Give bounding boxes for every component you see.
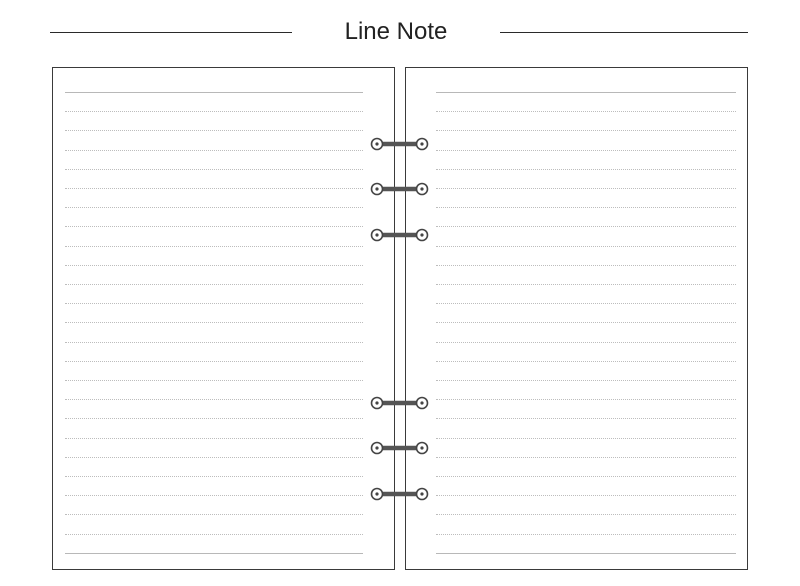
ruled-line (436, 342, 736, 343)
ruled-line (436, 284, 736, 285)
ruled-line (436, 418, 736, 419)
ruled-line (436, 457, 736, 458)
ruled-line-top (436, 92, 736, 93)
ruled-line (65, 303, 363, 304)
ruled-line (436, 265, 736, 266)
ruled-line (436, 514, 736, 515)
ruled-line (65, 265, 363, 266)
ruled-line (436, 207, 736, 208)
ruled-line (436, 169, 736, 170)
right-page (405, 67, 748, 570)
page-title: Line Note (344, 18, 448, 45)
ruled-line (65, 514, 363, 515)
ruled-line (65, 226, 363, 227)
ruled-line (436, 476, 736, 477)
ruled-line (436, 399, 736, 400)
ruled-line (65, 246, 363, 247)
ruled-line (436, 380, 736, 381)
ruled-line (436, 226, 736, 227)
ruled-line (65, 188, 363, 189)
ruled-line (436, 130, 736, 131)
ruled-line (65, 111, 363, 112)
ruled-line (65, 534, 363, 535)
ruled-line-top (65, 92, 363, 93)
ruled-line (436, 303, 736, 304)
ruled-line (65, 476, 363, 477)
left-page (52, 67, 395, 570)
ruled-line-bottom (436, 553, 736, 554)
ruled-line (65, 207, 363, 208)
ruled-line (65, 342, 363, 343)
ruled-line (436, 495, 736, 496)
ruled-line (436, 111, 736, 112)
header-rule-left (50, 32, 292, 33)
ruled-line (65, 438, 363, 439)
ruled-line (65, 150, 363, 151)
ruled-line (65, 322, 363, 323)
ruled-line (436, 438, 736, 439)
ruled-line (65, 361, 363, 362)
ruled-line (65, 418, 363, 419)
ruled-line (65, 284, 363, 285)
ruled-line (65, 169, 363, 170)
ruled-line-bottom (65, 553, 363, 554)
header-rule-right (500, 32, 748, 33)
ruled-line (65, 130, 363, 131)
ruled-line (65, 399, 363, 400)
ruled-line (65, 380, 363, 381)
ruled-line (436, 534, 736, 535)
ruled-line (65, 495, 363, 496)
ruled-line (436, 150, 736, 151)
ruled-line (436, 361, 736, 362)
ruled-line (436, 246, 736, 247)
ruled-line (436, 188, 736, 189)
ruled-line (65, 457, 363, 458)
ruled-line (436, 322, 736, 323)
